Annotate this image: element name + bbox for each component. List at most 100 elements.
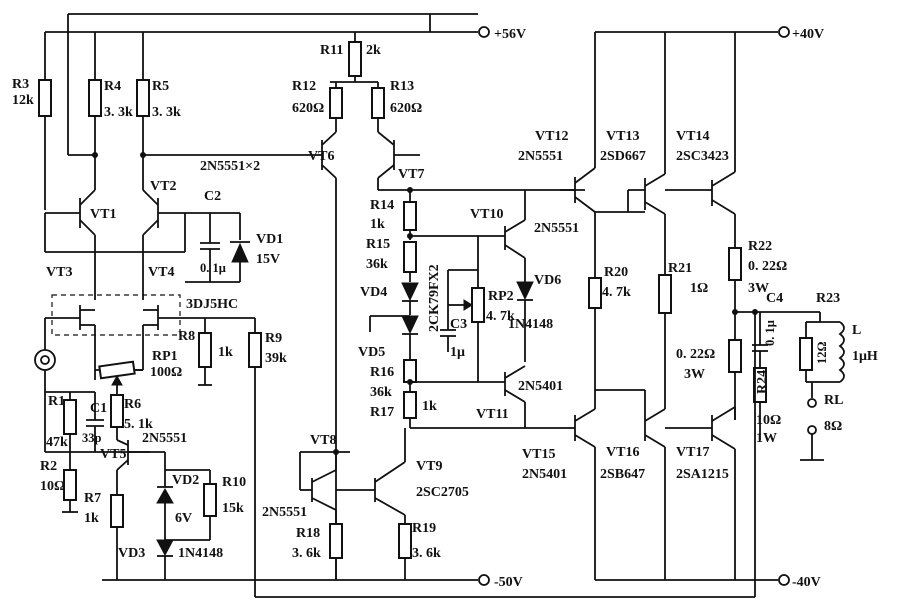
resistor-R22: R22 0. 22Ω 3W xyxy=(728,214,787,340)
svg-text:VT2: VT2 xyxy=(150,179,176,194)
jfet-VT4: VT4 xyxy=(142,265,205,370)
svg-text:R21: R21 xyxy=(668,261,692,276)
svg-text:3W: 3W xyxy=(748,281,769,296)
svg-text:36k: 36k xyxy=(370,385,392,400)
zener-VD2: VD2 6V xyxy=(156,452,199,540)
inductor-L: L 1μH xyxy=(819,312,878,383)
resistor-R21: R21 1Ω xyxy=(658,261,708,390)
resistor-R12: R12 620Ω xyxy=(292,79,343,119)
svg-text:VT8: VT8 xyxy=(310,433,336,448)
resistor-R15: R15 36k xyxy=(366,237,417,273)
svg-text:VD3: VD3 xyxy=(118,546,145,561)
svg-text:3. 3k: 3. 3k xyxy=(152,105,181,120)
potentiometer-RP1: RP1 100Ω xyxy=(94,349,182,395)
resistor-R5: R5 3. 3k xyxy=(136,79,181,190)
svg-text:36k: 36k xyxy=(366,257,388,272)
svg-text:1N4148: 1N4148 xyxy=(508,317,553,332)
svg-text:R17: R17 xyxy=(370,405,394,420)
svg-text:15k: 15k xyxy=(222,501,244,516)
resistor-R10: R10 15k xyxy=(165,469,246,541)
svg-text:L: L xyxy=(852,323,861,338)
svg-text:1k: 1k xyxy=(422,399,437,414)
capacitor-C1: C1 33p xyxy=(70,391,107,452)
diode-VD5: VD5 xyxy=(358,301,419,360)
svg-text:VT16: VT16 xyxy=(606,445,639,460)
svg-text:R22: R22 xyxy=(748,239,772,254)
capacitor-C3: C3 1μ xyxy=(440,270,467,360)
svg-text:R24: R24 xyxy=(755,370,770,394)
input-jack xyxy=(34,318,56,452)
svg-text:C2: C2 xyxy=(204,189,221,204)
transistor-VT7: VT7 xyxy=(377,118,424,190)
svg-text:R7: R7 xyxy=(84,491,101,506)
svg-text:VD4: VD4 xyxy=(360,285,387,300)
svg-text:3. 3k: 3. 3k xyxy=(104,105,133,120)
rail-minus-50v-label: -50V xyxy=(494,575,523,590)
rail-plus-40v-label: +40V xyxy=(792,27,824,42)
resistor-R20: R20 4. 7k xyxy=(588,265,631,390)
svg-text:8Ω: 8Ω xyxy=(824,419,842,434)
resistor-R11: R11 2k xyxy=(320,41,381,83)
svg-text:R5: R5 xyxy=(152,79,169,94)
transistor-VT2: VT2 xyxy=(142,179,185,300)
svg-text:R6: R6 xyxy=(124,397,141,412)
rail-plus-40v: +40V xyxy=(595,26,824,42)
rail-minus-50v: -50V xyxy=(102,574,755,598)
svg-text:C4: C4 xyxy=(766,291,783,306)
svg-text:R10: R10 xyxy=(222,475,246,490)
transistor-VT15: VT15 2N5401 xyxy=(522,408,596,580)
capacitor-C2: C2 0. 1μ xyxy=(200,189,226,282)
svg-text:0. 1μ: 0. 1μ xyxy=(763,320,777,346)
potentiometer-RP2: RP2 4. 7k xyxy=(448,236,515,382)
svg-text:1N4148: 1N4148 xyxy=(178,546,223,561)
svg-text:R16: R16 xyxy=(370,365,394,380)
svg-text:2SA1215: 2SA1215 xyxy=(676,467,729,482)
svg-text:2SC3423: 2SC3423 xyxy=(676,149,729,164)
svg-text:R2: R2 xyxy=(40,459,57,474)
svg-text:R12: R12 xyxy=(292,79,316,94)
svg-text:2N5551: 2N5551 xyxy=(534,221,579,236)
svg-text:R13: R13 xyxy=(390,79,414,94)
rail-minus-40v: -40V xyxy=(595,574,821,590)
transistor-VT17: VT17 2SA1215 xyxy=(665,406,736,580)
jfet-VT3: VT3 xyxy=(45,265,96,370)
svg-text:VT14: VT14 xyxy=(676,129,709,144)
resistor-R16: R16 36k xyxy=(370,359,505,400)
resistor-R7: R7 1k xyxy=(84,491,124,580)
jfet-type: 3DJ5HC xyxy=(186,297,238,312)
resistor-R17: R17 1k xyxy=(370,391,437,428)
svg-text:C3: C3 xyxy=(450,317,467,332)
svg-text:VT6: VT6 xyxy=(308,149,334,164)
transistor-VT16: VT16 2SB647 xyxy=(600,390,666,580)
svg-text:6V: 6V xyxy=(175,511,192,526)
transistor-VT14: VT14 2SC3423 xyxy=(665,32,736,215)
svg-text:R8: R8 xyxy=(178,329,195,344)
svg-text:5. 1k: 5. 1k xyxy=(124,417,153,432)
resistor-R2: R2 10Ω xyxy=(40,452,78,513)
resistor-R14: R14 1k xyxy=(370,190,417,232)
svg-text:2SC2705: 2SC2705 xyxy=(416,485,469,500)
svg-text:VD1: VD1 xyxy=(256,232,283,247)
diode-VD4: VD4 xyxy=(360,272,419,302)
svg-text:620Ω: 620Ω xyxy=(390,101,422,116)
svg-text:VT11: VT11 xyxy=(476,407,509,422)
svg-text:2N5551: 2N5551 xyxy=(262,505,307,520)
svg-text:R18: R18 xyxy=(296,526,320,541)
svg-text:VD5: VD5 xyxy=(358,345,385,360)
diode-VD3: VD3 1N4148 xyxy=(118,539,223,580)
svg-text:R20: R20 xyxy=(604,265,628,280)
svg-text:3. 6k: 3. 6k xyxy=(412,546,441,561)
svg-text:VT17: VT17 xyxy=(676,445,709,460)
svg-text:RP2: RP2 xyxy=(488,289,514,304)
svg-text:2N5551: 2N5551 xyxy=(142,431,187,446)
svg-text:VT13: VT13 xyxy=(606,129,639,144)
resistor-R13: R13 620Ω xyxy=(371,79,422,119)
rail-plus-56v-label: +56V xyxy=(494,27,526,42)
svg-text:VT7: VT7 xyxy=(398,167,424,182)
jfet-dual-package xyxy=(51,294,181,336)
transistor-VT1: VT1 xyxy=(45,189,116,300)
svg-text:620Ω: 620Ω xyxy=(292,101,324,116)
svg-text:2k: 2k xyxy=(366,43,381,58)
svg-text:4. 7k: 4. 7k xyxy=(602,285,631,300)
